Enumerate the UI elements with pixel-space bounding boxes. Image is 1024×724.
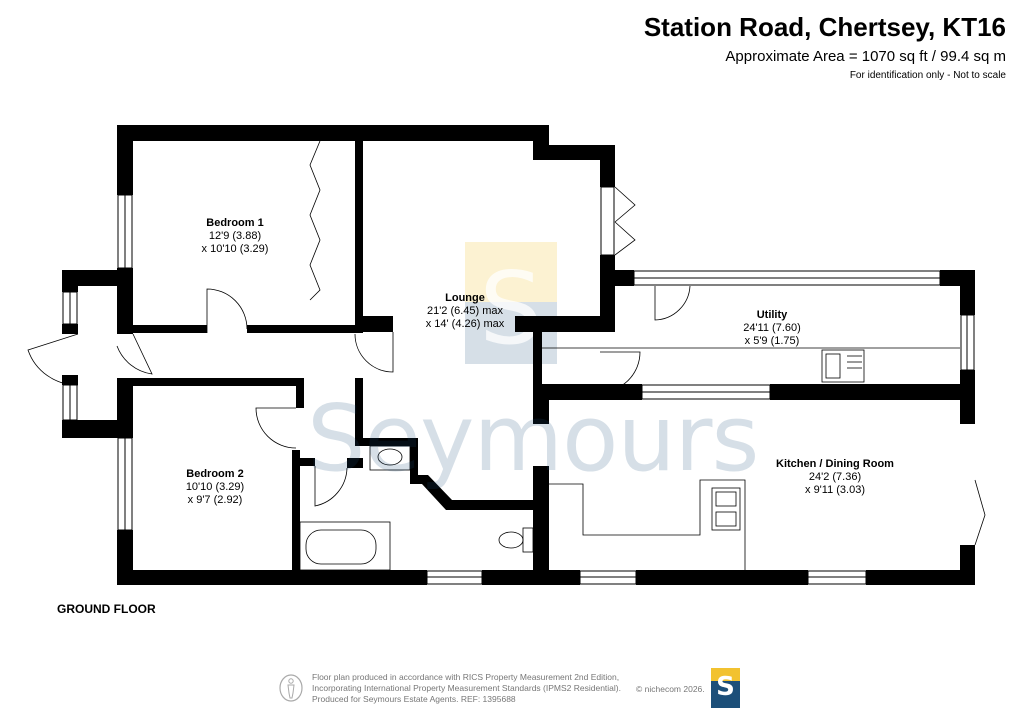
- room-dimension: x 9'7 (2.92): [187, 494, 243, 506]
- copyright: © nichecom 2026.: [636, 684, 705, 694]
- doors: [27, 140, 986, 546]
- room-dimension: x 9'11 (3.03): [805, 484, 865, 496]
- room-label-bedroom1: Bedroom 1 12'9 (3.88) x 10'10 (3.29): [202, 217, 269, 256]
- footer-line: Incorporating International Property Mea…: [312, 683, 621, 693]
- watermark-text: Seymours: [307, 385, 759, 492]
- walls: [62, 125, 975, 585]
- room-name: Lounge: [445, 292, 485, 304]
- room-dimension: 12'9 (3.88): [208, 230, 262, 242]
- room-label-bedroom2: Bedroom 2 10'10 (3.29) x 9'7 (2.92): [186, 468, 244, 507]
- room-name: Bedroom 2: [186, 468, 244, 480]
- room-dimension: x 5'9 (1.75): [744, 335, 800, 347]
- brand-logo: S: [711, 668, 740, 708]
- fittings: [299, 347, 960, 571]
- page-title: Station Road, Chertsey, KT16: [643, 12, 1006, 42]
- room-name: Utility: [756, 309, 788, 321]
- brand-logo-letter: S: [716, 672, 735, 702]
- room-dimension: x 10'10 (3.29): [201, 243, 269, 255]
- room-dimension: 24'11 (7.60): [743, 322, 801, 334]
- room-name: Kitchen / Dining Room: [776, 458, 894, 470]
- room-label-utility: Utility 24'11 (7.60) x 5'9 (1.75): [743, 309, 801, 348]
- room-dimension: 24'2 (7.36): [808, 471, 862, 483]
- room-name: Bedroom 1: [206, 217, 264, 229]
- room-label-kitchen: Kitchen / Dining Room 24'2 (7.36) x 9'11…: [776, 458, 894, 497]
- windows: [62, 186, 975, 585]
- footer-disclaimer: Floor plan produced in accordance with R…: [312, 672, 621, 705]
- floor-label: GROUND FLOOR: [57, 602, 156, 616]
- scale-note: For identification only - Not to scale: [849, 70, 1006, 81]
- watermark-logo-letter: S: [479, 250, 543, 367]
- room-dimension: x 14' (4.26) max: [425, 318, 505, 330]
- approximate-area: Approximate Area = 1070 sq ft / 99.4 sq …: [725, 48, 1006, 65]
- room-dimension: 10'10 (3.29): [185, 481, 245, 493]
- room-label-lounge: Lounge 21'2 (6.45) max x 14' (4.26) max: [426, 292, 505, 331]
- footer-line: Produced for Seymours Estate Agents. REF…: [312, 694, 516, 704]
- rics-person-icon: [279, 674, 303, 702]
- room-dimension: 21'2 (6.45) max: [426, 305, 504, 317]
- footer-line: Floor plan produced in accordance with R…: [312, 672, 620, 682]
